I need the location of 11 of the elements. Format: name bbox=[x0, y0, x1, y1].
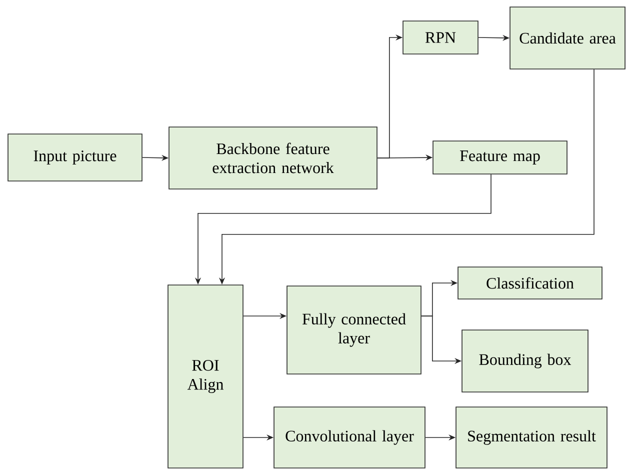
process-box: Backbone feature extraction network bbox=[168, 126, 378, 190]
process-box: RPN bbox=[402, 20, 478, 54]
process-box: Feature map bbox=[432, 140, 568, 174]
process-box: Segmentation result bbox=[456, 406, 608, 468]
process-box: Fully connected layer bbox=[286, 286, 422, 374]
process-box: Input picture bbox=[8, 134, 142, 182]
process-box: Classification bbox=[458, 266, 602, 300]
process-box: Candidate area bbox=[510, 6, 626, 70]
process-box: ROI Align bbox=[168, 284, 244, 468]
process-box: Bounding box bbox=[462, 330, 588, 392]
process-box: Convolutional layer bbox=[274, 406, 426, 468]
